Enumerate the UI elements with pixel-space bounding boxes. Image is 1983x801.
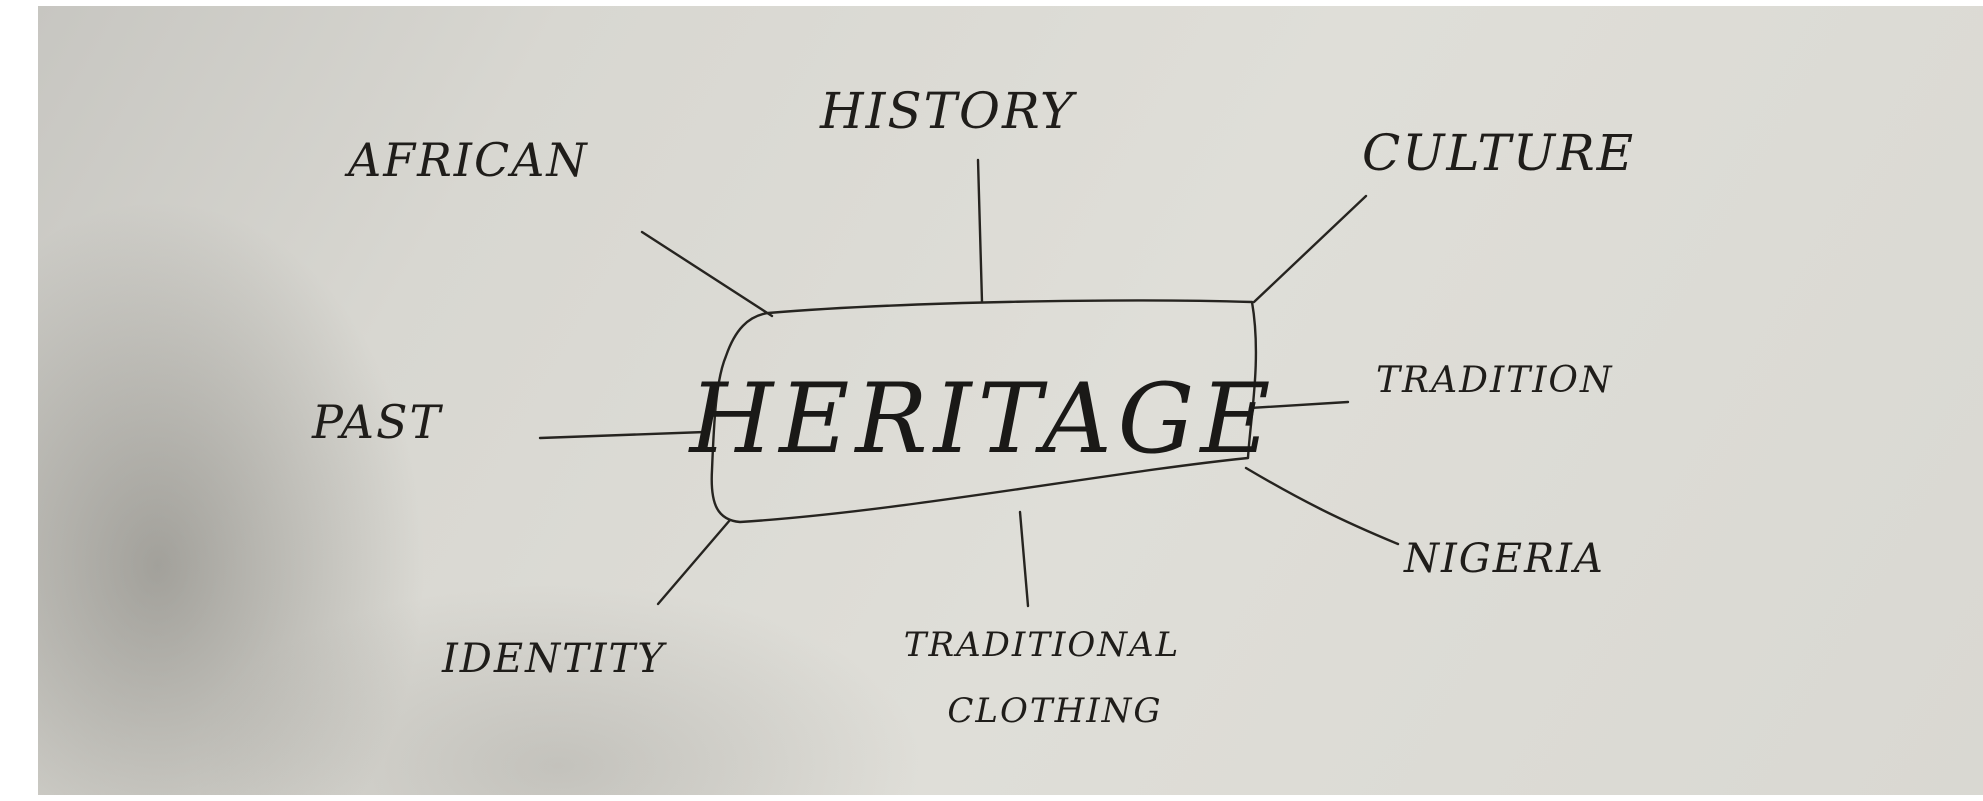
connector-african bbox=[640, 230, 774, 318]
connector-past bbox=[538, 430, 707, 440]
label-clothing-line2: CLOTHING bbox=[947, 691, 1162, 731]
connector-clothing bbox=[1018, 510, 1030, 608]
connector-culture bbox=[1252, 194, 1368, 304]
connector-history bbox=[976, 158, 984, 304]
label-culture: CULTURE bbox=[1362, 124, 1635, 182]
label-past: PAST bbox=[311, 395, 443, 449]
label-identity: IDENTITY bbox=[441, 636, 667, 682]
connector-nigeria bbox=[1244, 466, 1400, 546]
connector-identity bbox=[656, 518, 732, 606]
label-tradition: TRADITION bbox=[1376, 360, 1613, 401]
connector-tradition bbox=[1248, 400, 1350, 410]
photo-border bbox=[38, 795, 1983, 801]
label-history: HISTORY bbox=[819, 82, 1077, 140]
paper-shadow bbox=[38, 6, 1983, 801]
center-label: HERITAGE bbox=[688, 363, 1277, 475]
center-box bbox=[710, 299, 1258, 524]
label-african: AFRICAN bbox=[344, 133, 589, 187]
paper-photo bbox=[38, 6, 1983, 801]
label-clothing-line1: TRADITIONAL bbox=[904, 625, 1180, 665]
label-nigeria: NIGERIA bbox=[1403, 536, 1605, 582]
